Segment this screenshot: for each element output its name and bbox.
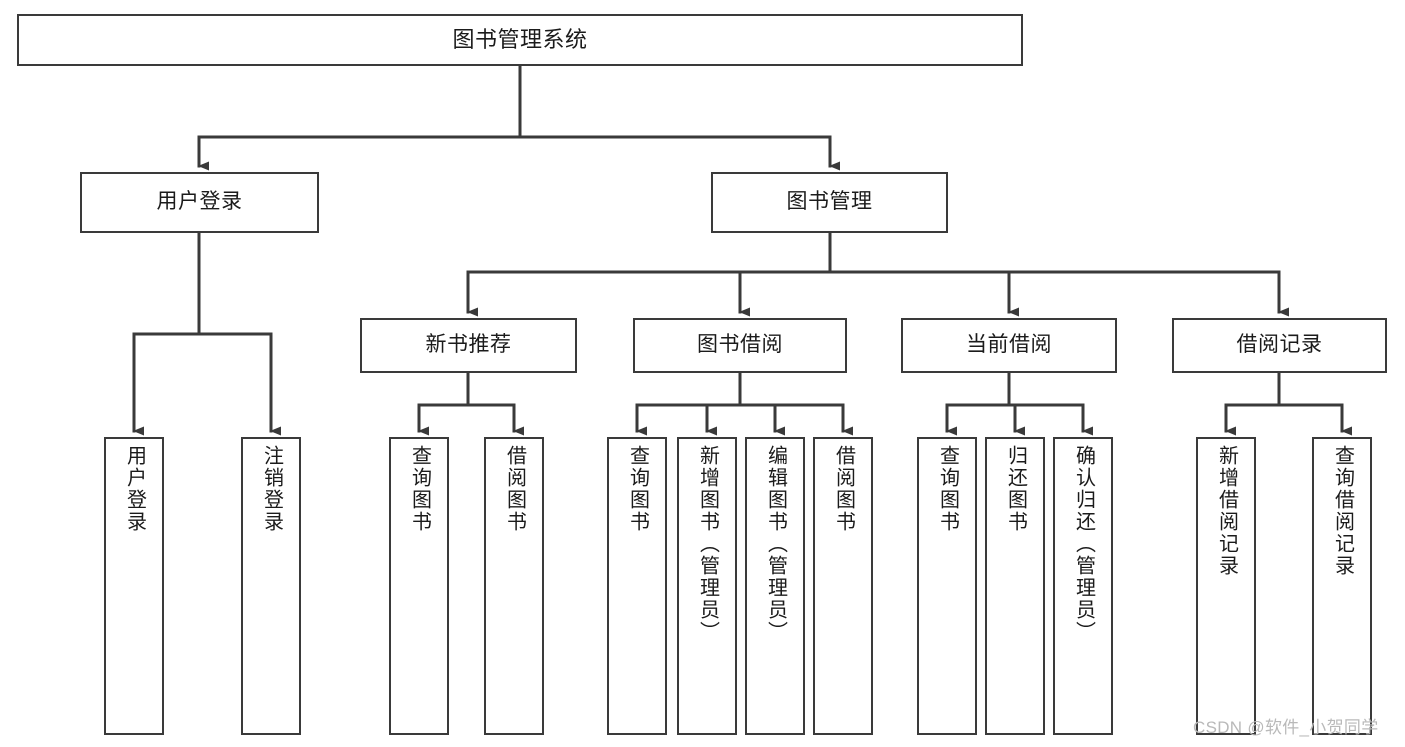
node-label: 编辑图书（管理员） (764, 445, 787, 643)
node-current-borrowing[interactable]: 当前借阅 (901, 318, 1117, 373)
node-label: 用户登录 (123, 445, 146, 533)
node-borrowing-record[interactable]: 借阅记录 (1172, 318, 1387, 373)
node-label: 当前借阅 (966, 333, 1052, 357)
leaf-book-borrow-edit-book-admin[interactable]: 编辑图书（管理员） (745, 437, 805, 735)
node-label: 图书管理系统 (452, 27, 588, 53)
leaf-current-borrow-query-book[interactable]: 查询图书 (917, 437, 977, 735)
leaf-book-borrow-add-book-admin[interactable]: 新增图书（管理员） (677, 437, 737, 735)
csdn-watermark: CSDN @软件_小贺同学 (1193, 718, 1379, 737)
leaf-borrow-record-add-record[interactable]: 新增借阅记录 (1196, 437, 1256, 735)
leaf-user-login-login[interactable]: 用户登录 (104, 437, 164, 735)
node-user-login[interactable]: 用户登录 (80, 172, 319, 233)
node-book-management[interactable]: 图书管理 (711, 172, 948, 233)
leaf-new-book-query-book[interactable]: 查询图书 (389, 437, 449, 735)
node-label: 新书推荐 (425, 333, 512, 357)
node-label: 查询借阅记录 (1331, 445, 1354, 577)
node-root-book-management-system[interactable]: 图书管理系统 (17, 14, 1023, 66)
node-new-book-recommendation[interactable]: 新书推荐 (360, 318, 577, 373)
node-label: 借阅图书 (832, 445, 855, 533)
node-label: 归还图书 (1004, 445, 1027, 533)
node-label: 借阅图书 (503, 445, 526, 533)
node-label: 查询图书 (936, 445, 959, 533)
leaf-current-borrow-return-book[interactable]: 归还图书 (985, 437, 1045, 735)
node-label: 借阅记录 (1236, 333, 1323, 357)
node-label: 新增借阅记录 (1215, 445, 1238, 577)
node-label: 用户登录 (156, 190, 243, 214)
leaf-user-login-logout[interactable]: 注销登录 (241, 437, 301, 735)
node-label: 查询图书 (408, 445, 431, 533)
node-label: 查询图书 (626, 445, 649, 533)
leaf-borrow-record-query-record[interactable]: 查询借阅记录 (1312, 437, 1372, 735)
leaf-new-book-borrow-book[interactable]: 借阅图书 (484, 437, 544, 735)
node-label: 确认归还（管理员） (1072, 445, 1095, 643)
node-label: 图书借阅 (697, 333, 783, 357)
leaf-current-borrow-confirm-return-admin[interactable]: 确认归还（管理员） (1053, 437, 1113, 735)
node-label: 图书管理 (786, 190, 873, 214)
node-label: 新增图书（管理员） (696, 445, 719, 643)
node-label: 注销登录 (260, 445, 283, 533)
node-book-borrowing[interactable]: 图书借阅 (633, 318, 847, 373)
leaf-book-borrow-query-book[interactable]: 查询图书 (607, 437, 667, 735)
leaf-book-borrow-borrow-book[interactable]: 借阅图书 (813, 437, 873, 735)
